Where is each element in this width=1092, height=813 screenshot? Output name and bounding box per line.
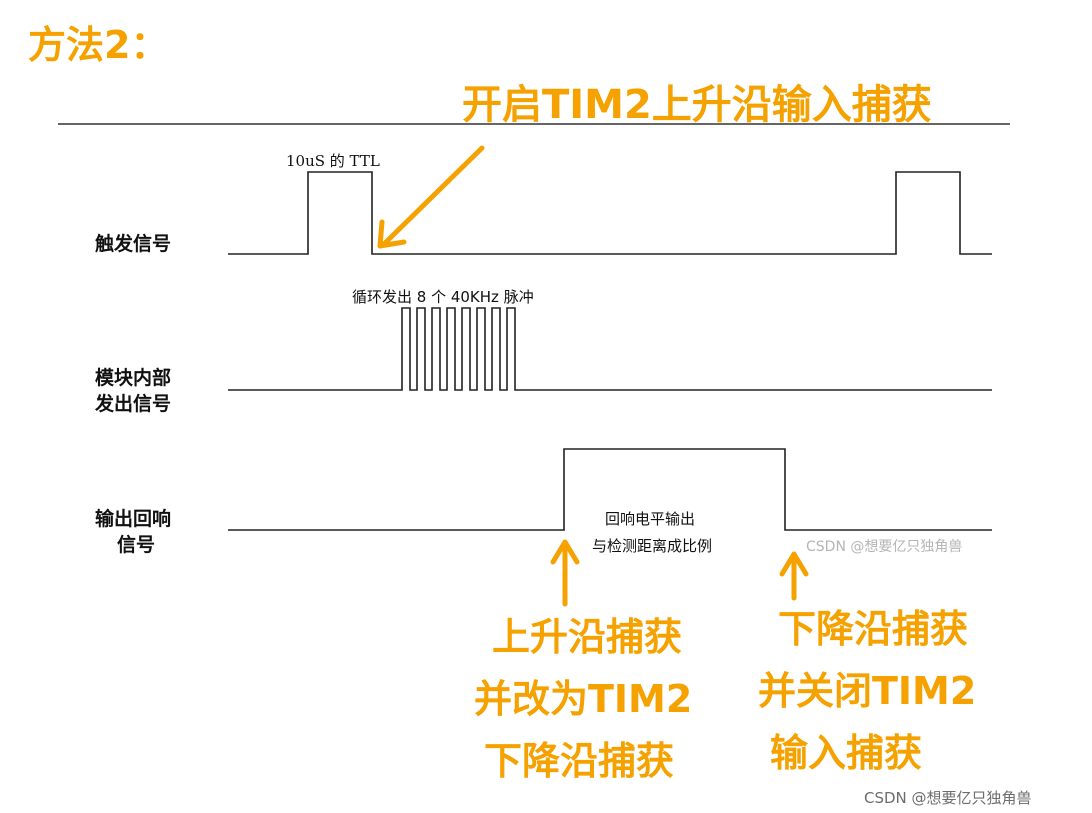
top-annotation: 开启TIM2上升沿输入捕获: [462, 82, 932, 128]
trigger-arrow: [377, 145, 485, 249]
rising-edge-arrow: [550, 539, 580, 607]
label-module-line2: 发出信号: [94, 392, 171, 415]
label-echo-line1: 输出回响: [95, 507, 171, 530]
falling-note-line2: 并关闭TIM2: [758, 669, 976, 713]
label-module-line1: 模块内部: [95, 366, 171, 389]
falling-note-line3: 输入捕获: [770, 731, 922, 775]
rising-note-line1: 上升沿捕获: [492, 615, 682, 659]
falling-edge-arrow: [779, 551, 809, 601]
watermark-corner: CSDN @想要亿只独角兽: [864, 789, 1032, 807]
watermark-inline: CSDN @想要亿只独角兽: [806, 539, 962, 555]
label-trigger: 触发信号: [95, 232, 171, 255]
label-echo-line2: 信号: [117, 533, 155, 556]
burst-waveform: [228, 307, 992, 391]
falling-note-line1: 下降沿捕获: [778, 607, 968, 651]
diagram-title: 方法2：: [28, 23, 168, 67]
pulse-label: 10uS 的 TTL: [286, 152, 380, 170]
echo-waveform: [228, 448, 992, 531]
trigger-waveform: [228, 171, 992, 255]
echo-text-line2: 与检测距离成比例: [592, 537, 712, 555]
rising-note-line2: 并改为TIM2: [474, 677, 692, 721]
burst-label: 循环发出 8 个 40KHz 脉冲: [352, 288, 534, 306]
rising-note-line3: 下降沿捕获: [484, 739, 674, 783]
echo-text-line1: 回响电平输出: [605, 510, 695, 528]
